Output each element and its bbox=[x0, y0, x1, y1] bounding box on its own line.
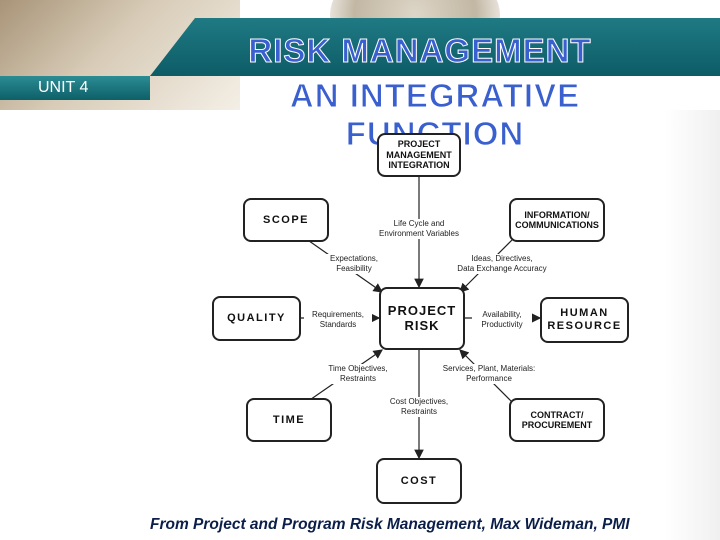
right-shade bbox=[665, 110, 720, 540]
page-title: RISK MANAGEMENT bbox=[248, 32, 592, 70]
node-scope: SCOPE bbox=[243, 198, 329, 242]
note-human: Availability, Productivity bbox=[472, 310, 532, 330]
node-cost: COST bbox=[376, 458, 462, 504]
node-time: TIME bbox=[246, 398, 332, 442]
node-human-resource: HUMAN RESOURCE bbox=[540, 297, 629, 343]
unit-label: UNIT 4 bbox=[38, 79, 89, 96]
note-time: Time Objectives, Restraints bbox=[318, 364, 398, 384]
note-information: Ideas, Directives, Data Exchange Accurac… bbox=[446, 254, 558, 274]
unit-band bbox=[0, 76, 150, 100]
node-information: INFORMATION/ COMMUNICATIONS bbox=[509, 198, 605, 242]
note-contract: Services, Plant, Materials: Performance bbox=[430, 364, 548, 384]
node-quality: QUALITY bbox=[212, 296, 301, 341]
note-scope: Expectations, Feasibility bbox=[318, 254, 390, 274]
title-band bbox=[150, 18, 720, 76]
node-integration: PROJECT MANAGEMENT INTEGRATION bbox=[377, 133, 461, 177]
node-contract: CONTRACT/ PROCUREMENT bbox=[509, 398, 605, 442]
node-project-risk: PROJECT RISK bbox=[379, 287, 465, 350]
note-quality: Requirements, Standards bbox=[304, 310, 372, 330]
note-cost: Cost Objectives, Restraints bbox=[380, 397, 458, 417]
note-integration: Life Cycle and Environment Variables bbox=[369, 219, 469, 239]
source-caption: From Project and Program Risk Management… bbox=[150, 516, 630, 533]
